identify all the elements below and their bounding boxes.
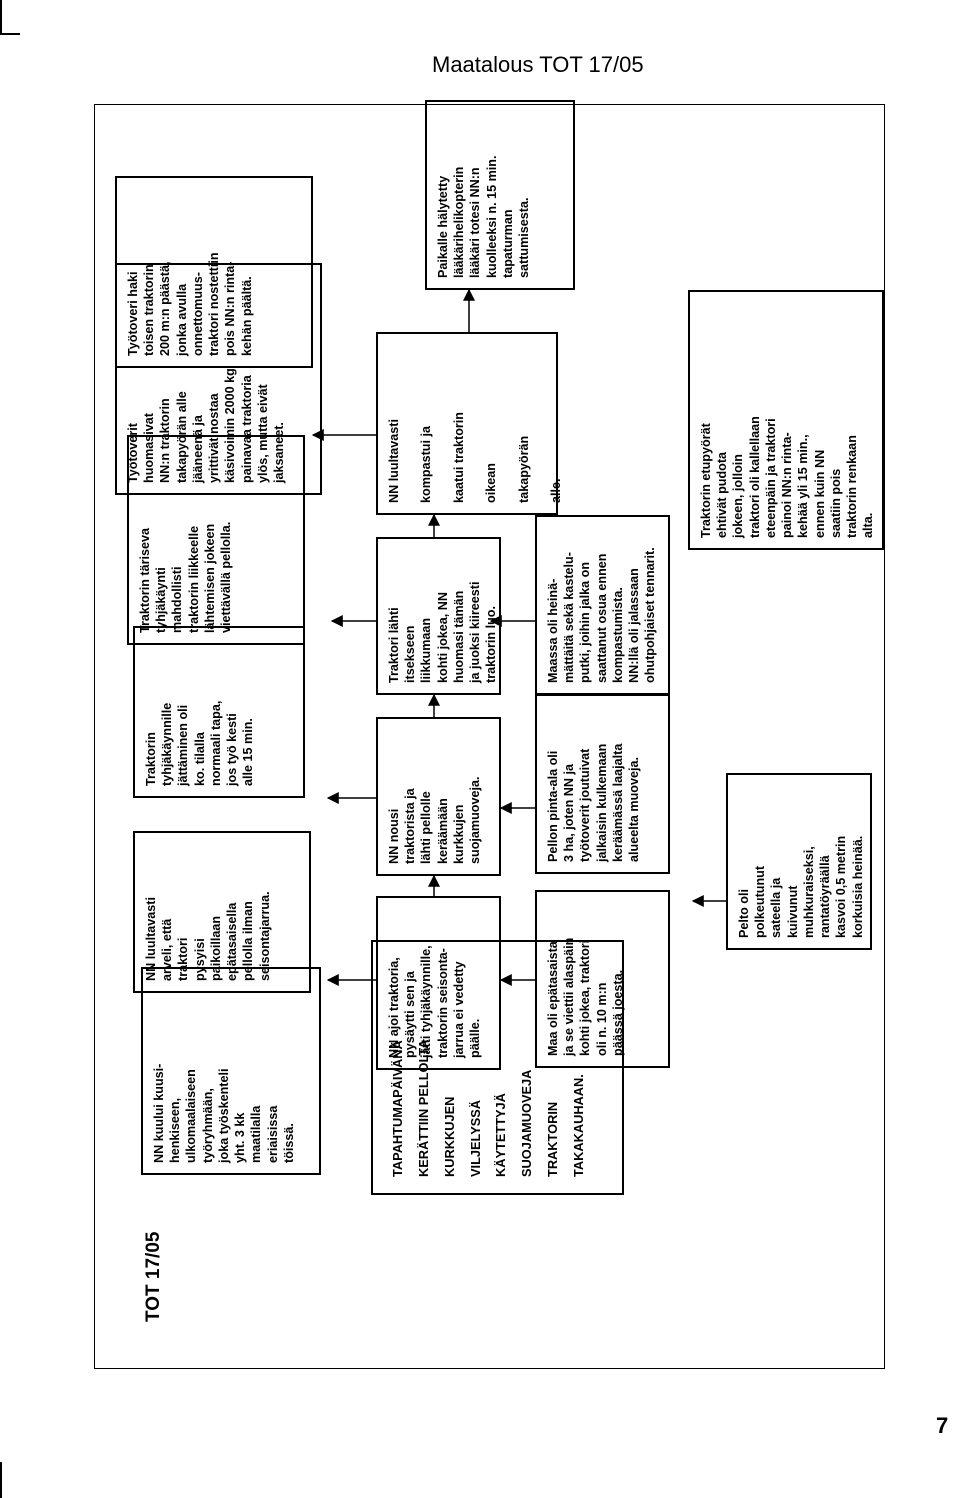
event-box-left-tractor: NN nousi traktorista ja lähti pellolle k… bbox=[376, 717, 501, 876]
cause-box-assumption: NN luultavasti arveli, että traktori pys… bbox=[133, 831, 311, 993]
crop-mark-bottom-vertical bbox=[0, 1462, 2, 1498]
diagram-frame: TOT 17/05 TAPAHTUMAPÄIVÄNÄ KERÄTTIIN PEL… bbox=[94, 100, 886, 1370]
page-number: 7 bbox=[936, 1413, 949, 1438]
factor-box-front-wheels: Traktorin etupyörät ehtivät pudota jokee… bbox=[688, 290, 884, 550]
connector-arrows bbox=[311, 288, 726, 986]
factor-box-uneven-ground: Maa oli epätasaista ja se viettii alaspä… bbox=[535, 890, 670, 1068]
crop-mark-top-vertical bbox=[0, 0, 2, 34]
event-box-fell-under: NN luultavasti kompastui ja kaatui trakt… bbox=[376, 332, 563, 515]
cause-box-background: NN kuului kuusi- henkiseen, ulkomaalaise… bbox=[141, 967, 321, 1175]
cause-box-second-tractor: Työtoveri haki toisen traktorin 200 m:n … bbox=[115, 176, 313, 368]
page-header-title: Maatalous TOT 17/05 bbox=[432, 52, 644, 77]
cause-box-idle-practice: Traktorin tyhjäkäynnille jättäminen oli … bbox=[133, 626, 305, 798]
factor-box-tussocks: Maassa oli heinä- mättäitä sekä kastelu-… bbox=[535, 515, 670, 695]
factor-box-field-area: Pellon pinta-ala oli 3 ha, joten NN ja t… bbox=[535, 694, 670, 874]
event-box-tractor-moved: Traktori lähti itsekseen liikkumaan koht… bbox=[376, 537, 501, 695]
crop-mark-top-horizontal bbox=[0, 33, 20, 35]
case-id: TOT 17/05 bbox=[143, 1231, 164, 1322]
event-box-helicopter: Paikalle hälytetty lääkärihelikopterin l… bbox=[425, 100, 575, 290]
event-box-parked: NN ajoi traktoria, pysäytti sen ja jätti… bbox=[376, 896, 501, 1070]
factor-box-field-condition: Pelto oli polkeutunut sateella ja kuivun… bbox=[726, 773, 872, 950]
rotated-diagram: TOT 17/05 TAPAHTUMAPÄIVÄNÄ KERÄTTIIN PEL… bbox=[95, 100, 886, 1370]
